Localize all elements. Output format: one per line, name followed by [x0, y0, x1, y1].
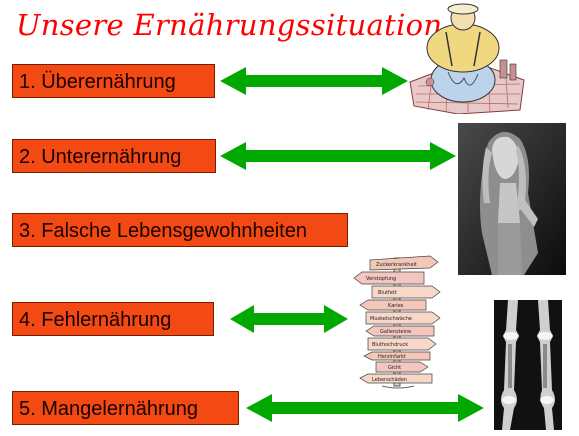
- item-bad-habits: 3. Falsche Lebensgewohnheiten: [12, 213, 348, 247]
- item-overnutrition: 1. Überernährung: [12, 64, 215, 98]
- double-arrow-icon: [220, 67, 408, 95]
- signpost-sign: Gallensteine: [380, 329, 411, 335]
- overweight-person-illustration: [409, 3, 525, 114]
- item-deficiency: 5. Mangelernährung: [12, 391, 239, 425]
- leg-xray-image: [494, 300, 562, 430]
- double-arrow-icon: [220, 142, 456, 170]
- signpost-sign: Karies: [388, 303, 404, 309]
- page-title: Unsere Ernährungssituation: [16, 8, 443, 42]
- signpost-sign: Herzinfarkt: [378, 354, 406, 360]
- signpost-sign: Verstopfung: [366, 276, 396, 282]
- signpost-sign: Zuckerkrankheit: [376, 262, 417, 268]
- signpost-sign: Gicht: [388, 365, 401, 371]
- thin-model-photo: [458, 123, 566, 275]
- signpost-sign: Blutfett: [378, 290, 397, 296]
- item-malnutrition: 4. Fehlernährung: [12, 302, 214, 336]
- double-arrow-icon: [246, 394, 484, 422]
- disease-signpost-illustration: Zuckerkrankheit Verstopfung Blutfett Kar…: [353, 255, 441, 389]
- item-undernutrition: 2. Unterernährung: [12, 139, 216, 173]
- signpost-sign: Leberschäden: [372, 377, 407, 383]
- signpost-sign: Bluthochdruck: [372, 342, 408, 348]
- signpost-sign: Muskelschwäche: [370, 316, 412, 322]
- double-arrow-icon: [230, 305, 348, 333]
